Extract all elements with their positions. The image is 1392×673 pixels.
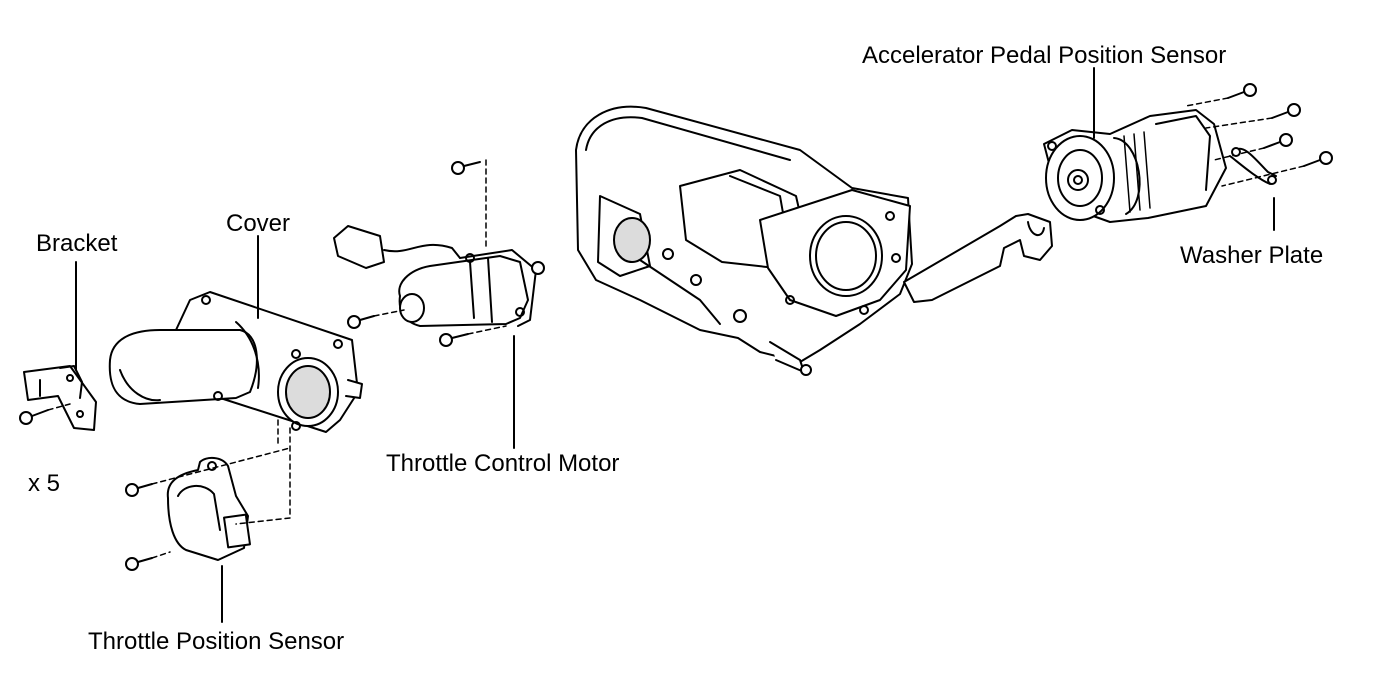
cover-label: Cover bbox=[226, 210, 291, 237]
accelerator-pedal-position-sensor-part bbox=[1043, 109, 1227, 223]
cover-part bbox=[108, 291, 363, 433]
washer-plate-part bbox=[1229, 147, 1277, 185]
throttle-control-motor-screws bbox=[347, 159, 507, 347]
accelerator-pedal-position-sensor-label: Accelerator Pedal Position Sensor bbox=[862, 42, 1227, 69]
accelerator-pedal-position-sensor-screws bbox=[1185, 83, 1333, 187]
throttle-control-motor-label: Throttle Control Motor bbox=[386, 450, 620, 477]
bracket-screw bbox=[19, 403, 71, 425]
throttle-control-motor-part bbox=[333, 225, 545, 327]
washer-plate-label: Washer Plate bbox=[1180, 242, 1324, 269]
quantity-x5-label: x 5 bbox=[28, 470, 61, 497]
throttle-position-sensor-screws bbox=[125, 419, 291, 571]
throttle-position-sensor-label: Throttle Position Sensor bbox=[88, 628, 345, 655]
throttle-position-sensor-part bbox=[166, 456, 251, 561]
bracket-part bbox=[23, 365, 97, 431]
throttle-body-part bbox=[575, 105, 1053, 376]
bracket-label: Bracket bbox=[36, 230, 118, 257]
